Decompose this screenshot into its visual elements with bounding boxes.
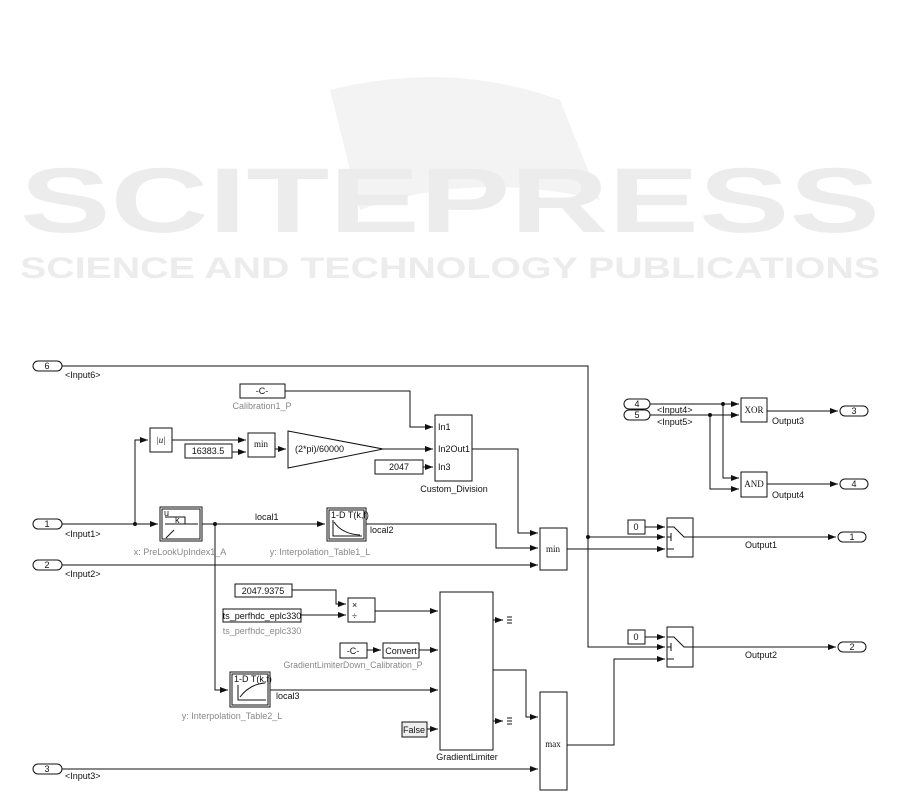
switch1-block[interactable] (666, 517, 694, 558)
inport-2-label: <Input2> (65, 569, 101, 579)
watermark: SCITEPRESS SCIENCE AND TECHNOLOGY PUBLIC… (20, 77, 880, 285)
inport-3-label: <Input3> (65, 771, 101, 781)
inport-6-label: <Input6> (65, 370, 101, 380)
calibration1-constant[interactable]: -C- (239, 383, 286, 399)
inport-4[interactable]: 4 (623, 398, 651, 410)
and-block[interactable]: AND (740, 471, 768, 498)
svg-text:3: 3 (44, 764, 49, 774)
calibration1-label: Calibration1_P (232, 401, 291, 411)
svg-text:In3: In3 (438, 462, 451, 472)
svg-text:1-D T(k,f): 1-D T(k,f) (234, 674, 272, 684)
outport-3[interactable]: 3 (839, 405, 869, 417)
product-block[interactable]: ×÷ (347, 597, 376, 623)
svg-text:Out1: Out1 (450, 444, 470, 454)
local3-label: local3 (276, 691, 300, 701)
svg-text:False: False (403, 725, 425, 735)
svg-text:1: 1 (44, 519, 49, 529)
svg-text:|u|: |u| (156, 435, 165, 445)
ts-perfhdc-label: ts_perfhdc_eplc330 (223, 626, 302, 636)
switch2-constant[interactable]: 0 (627, 629, 646, 645)
svg-text:(2*pi)/60000: (2*pi)/60000 (295, 444, 344, 454)
svg-text:min: min (546, 544, 561, 554)
outport-1[interactable]: 1 (837, 531, 867, 543)
interpolation-table2-block[interactable]: 1-D T(k,f) (229, 671, 272, 708)
svg-text:×: × (352, 600, 357, 610)
svg-text:-C-: -C- (347, 646, 360, 656)
svg-text:4: 4 (634, 399, 639, 409)
svg-text:In2: In2 (438, 444, 451, 454)
svg-text:AND: AND (744, 479, 764, 489)
gradient-limiter-block[interactable] (439, 591, 494, 751)
svg-text:5: 5 (634, 410, 639, 420)
interpolation-table1-block[interactable]: 1-D T(k,f) (326, 507, 369, 542)
inport-2[interactable]: 2 (32, 559, 63, 571)
svg-text:1-D T(k,f): 1-D T(k,f) (331, 510, 369, 520)
custom-division-block[interactable]: In1 In2 In3 Out1 (434, 414, 473, 482)
outport-2[interactable]: 2 (837, 641, 867, 653)
inport-5-label: <Input5> (657, 417, 693, 427)
constant-2047-9375[interactable]: 2047.9375 (234, 583, 293, 598)
output3-label: Output3 (772, 416, 804, 426)
svg-text:-C-: -C- (256, 386, 269, 396)
svg-text:1: 1 (849, 532, 854, 542)
svg-text:3: 3 (851, 406, 856, 416)
outport-4[interactable]: 4 (839, 478, 869, 490)
svg-text:2: 2 (849, 642, 854, 652)
svg-text:Convert: Convert (385, 646, 417, 656)
svg-text:÷: ÷ (352, 611, 357, 621)
gld-calibration-constant[interactable]: -C- (339, 642, 368, 659)
svg-text:u: u (164, 508, 169, 518)
convert-block[interactable]: Convert (382, 642, 420, 659)
gradient-limiter-label: GradientLimiter (436, 752, 498, 762)
svg-text:16383.5: 16383.5 (192, 446, 225, 456)
constant-16383[interactable]: 16383.5 (184, 443, 233, 459)
min-block-1[interactable]: min (247, 432, 276, 458)
prelookup-block[interactable]: uk (159, 506, 203, 542)
svg-text:ts_perfhdc_eplc330: ts_perfhdc_eplc330 (223, 611, 302, 621)
local2-label: local2 (370, 525, 394, 535)
svg-text:XOR: XOR (744, 405, 763, 415)
inport-3[interactable]: 3 (32, 763, 63, 775)
inport-5[interactable]: 5 (623, 409, 651, 421)
output4-label: Output4 (772, 490, 804, 500)
inport-6[interactable]: 6 (32, 360, 63, 372)
local1-label: local1 (255, 512, 279, 522)
svg-text:0: 0 (633, 522, 638, 532)
output1-label: Output1 (745, 540, 777, 550)
switch2-block[interactable] (666, 626, 694, 668)
inport-1-label: <Input1> (65, 529, 101, 539)
svg-text:max: max (545, 739, 561, 749)
svg-text:6: 6 (44, 361, 49, 371)
svg-text:4: 4 (851, 479, 856, 489)
signal-lines (62, 365, 838, 772)
custom-division-label: Custom_Division (420, 484, 488, 494)
svg-text:0: 0 (633, 632, 638, 642)
ts-perfhdc-block[interactable]: ts_perfhdc_eplc330 (222, 608, 302, 623)
gain-block[interactable]: (2*pi)/60000 (287, 430, 384, 469)
svg-text:min: min (254, 439, 269, 449)
gld-calibration-label: GradientLimiterDown_Calibration_P (284, 660, 423, 670)
switch1-constant[interactable]: 0 (627, 519, 646, 535)
interpolation-table2-label: y: Interpolation_Table2_L (182, 711, 283, 721)
svg-text:SCIENCE AND TECHNOLOGY PUBLICA: SCIENCE AND TECHNOLOGY PUBLICATIONS (20, 252, 880, 285)
min-block-2[interactable]: min (539, 527, 568, 571)
output2-label: Output2 (745, 650, 777, 660)
xor-block[interactable]: XOR (740, 397, 768, 423)
false-constant[interactable]: False (401, 721, 428, 738)
constant-2047[interactable]: 2047 (374, 459, 424, 475)
max-block[interactable]: max (539, 691, 568, 791)
interpolation-table1-label: y: Interpolation_Table1_L (270, 547, 371, 557)
svg-text:2047.9375: 2047.9375 (242, 586, 285, 596)
svg-text:2: 2 (44, 560, 49, 570)
svg-text:SCITEPRESS: SCITEPRESS (20, 150, 880, 252)
svg-text:2047: 2047 (389, 462, 409, 472)
prelookup-label: x: PreLookUpIndex1_A (134, 547, 227, 557)
svg-text:k: k (175, 515, 180, 525)
abs-block[interactable]: |u| (149, 427, 173, 453)
svg-text:In1: In1 (438, 422, 451, 432)
inport-4-label: <Input4> (657, 405, 693, 415)
inport-1[interactable]: 1 (32, 518, 63, 530)
